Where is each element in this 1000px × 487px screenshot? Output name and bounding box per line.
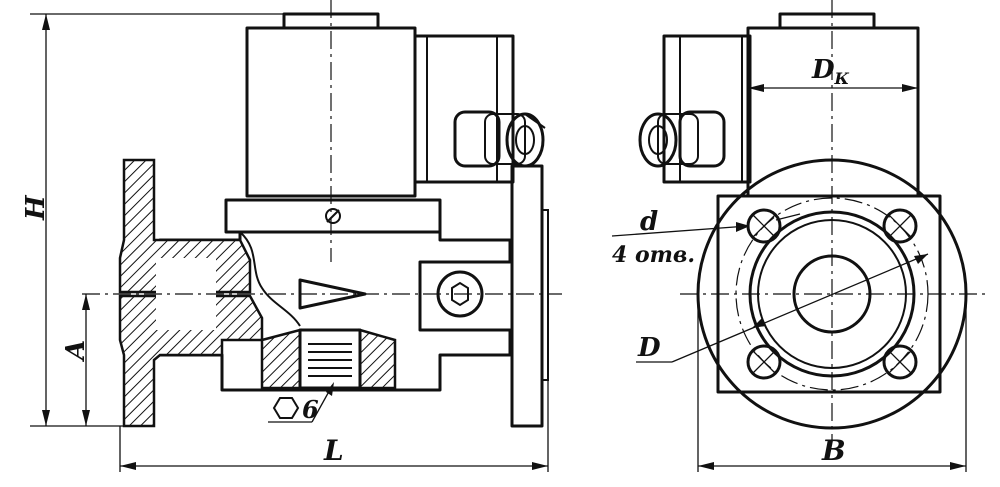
side-view — [638, 0, 985, 440]
side-dimensions: DК d 4 отв. D B — [611, 55, 967, 472]
left-flange — [118, 158, 252, 294]
dim-d-label: d — [640, 207, 658, 237]
front-view — [82, 0, 562, 428]
dim-l-label: L — [323, 434, 344, 467]
valve-body — [158, 230, 512, 392]
front-dimensions: H A L 6 — [21, 13, 549, 472]
dim-b-label: B — [821, 434, 846, 467]
hex-size-label: 6 — [302, 395, 319, 424]
screw-icon — [325, 208, 341, 224]
dim-h-label: H — [21, 194, 51, 221]
junction-box — [413, 34, 515, 184]
dim-dk-label: DК — [811, 55, 850, 88]
right-flange — [510, 164, 544, 428]
hexagon-icon — [272, 397, 300, 419]
holes-count-label: 4 отв. — [612, 242, 695, 268]
dim-big-d-label: D — [637, 333, 661, 363]
cable-gland — [453, 110, 546, 168]
dim-a-label: A — [61, 340, 91, 363]
spring-icon — [308, 343, 352, 377]
